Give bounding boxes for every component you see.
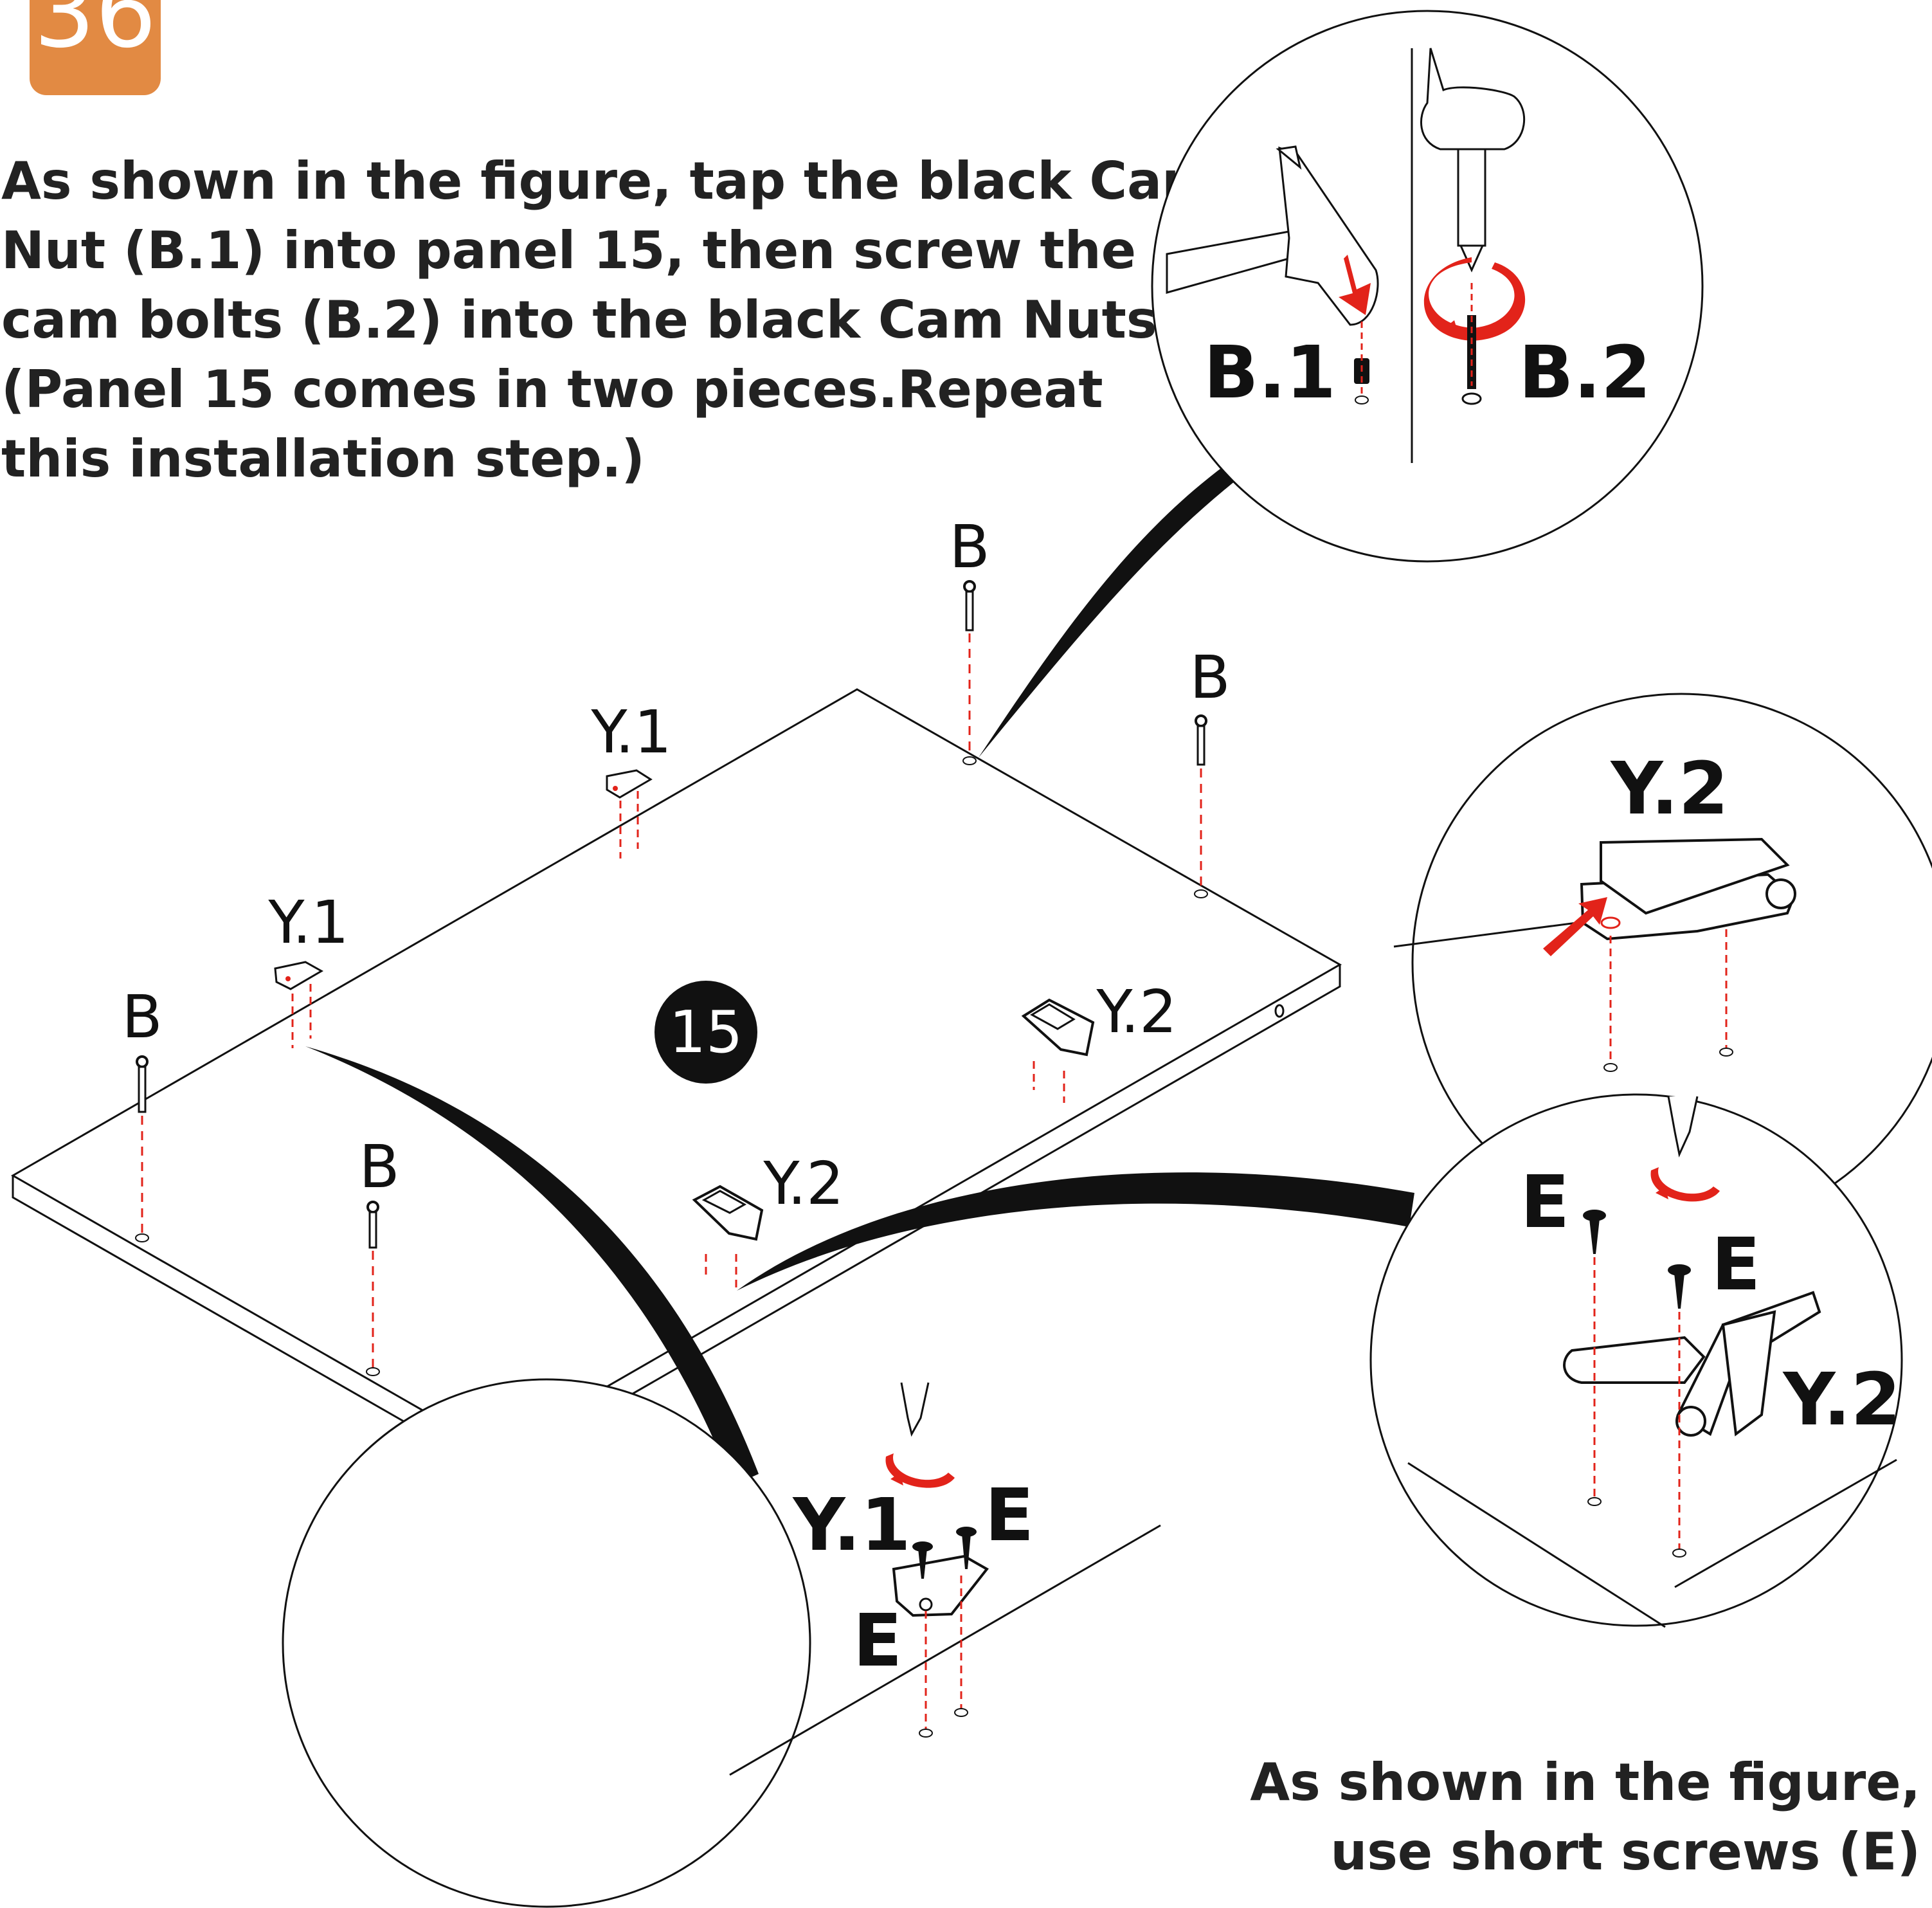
svg-text:B.1: B.1: [1204, 331, 1336, 415]
svg-text:B: B: [1189, 643, 1230, 712]
instruction-text-bottom: As shown in the figure, use short screws…: [1250, 1748, 1920, 1887]
instruction-line: (Panel 15 comes in two pieces.Repeat: [1, 359, 1103, 419]
screwdriver-icon: [1420, 48, 1525, 273]
latch-front: Y.2: [692, 1149, 844, 1293]
svg-text:Y.2: Y.2: [763, 1149, 844, 1218]
step-number: 36: [33, 0, 157, 69]
svg-text:Y.1: Y.1: [590, 698, 671, 767]
callout-cam-detail: B.1 B.2: [1151, 10, 1704, 563]
latch-bracket-left: Y.1: [267, 888, 349, 1048]
callout-leader-latch: [737, 1172, 1414, 1291]
callout-latch-detail: Y.2: [1393, 693, 1932, 1233]
instruction-line: As shown in the figure, tap the black Ca…: [1, 151, 1216, 211]
callout-latch-screw-detail: E E Y.2: [1369, 1093, 1903, 1628]
cam-bolt-top: B: [949, 513, 990, 765]
svg-text:E: E: [1711, 1223, 1761, 1307]
instruction-line: use short screws (E): [1330, 1822, 1920, 1882]
cam-bolt-left: B: [122, 983, 163, 1242]
instruction-line: As shown in the figure,: [1250, 1752, 1920, 1812]
panel-number: 15: [669, 999, 743, 1066]
svg-text:Y.1: Y.1: [791, 1484, 910, 1567]
instruction-line: this installation step.): [1, 429, 645, 489]
panel-number-badge: 15: [655, 981, 757, 1084]
svg-text:Y.2: Y.2: [1609, 747, 1728, 831]
cam-bolt-front: B: [359, 1132, 400, 1376]
instruction-line: cam bolts (B.2) into the black Cam Nuts.: [1, 290, 1177, 350]
svg-text:B.2: B.2: [1519, 331, 1651, 415]
latch-right: Y.2: [1021, 977, 1177, 1103]
instruction-text-top: As shown in the figure, tap the black Ca…: [1, 147, 1216, 494]
svg-text:B: B: [359, 1132, 399, 1201]
svg-text:E: E: [1521, 1161, 1570, 1244]
svg-text:Y.2: Y.2: [1096, 977, 1177, 1046]
cam-bolt-right: B: [1189, 643, 1231, 898]
svg-text:B: B: [122, 983, 162, 1051]
svg-text:E: E: [853, 1599, 903, 1683]
callout-leader-cam: [979, 463, 1238, 758]
rotation-arrow-icon: [1423, 257, 1526, 341]
svg-text:Y.2: Y.2: [1782, 1358, 1900, 1442]
latch-bracket-top: Y.1: [590, 698, 672, 859]
step-number-badge: 36: [30, 0, 161, 95]
callout-latch-bracket-detail: Y.1 E E: [282, 1378, 1161, 1908]
instruction-line: Nut (B.1) into panel 15, then screw the: [1, 221, 1136, 280]
svg-text:Y.1: Y.1: [267, 888, 348, 957]
svg-text:E: E: [985, 1474, 1034, 1558]
svg-text:B: B: [949, 513, 989, 581]
